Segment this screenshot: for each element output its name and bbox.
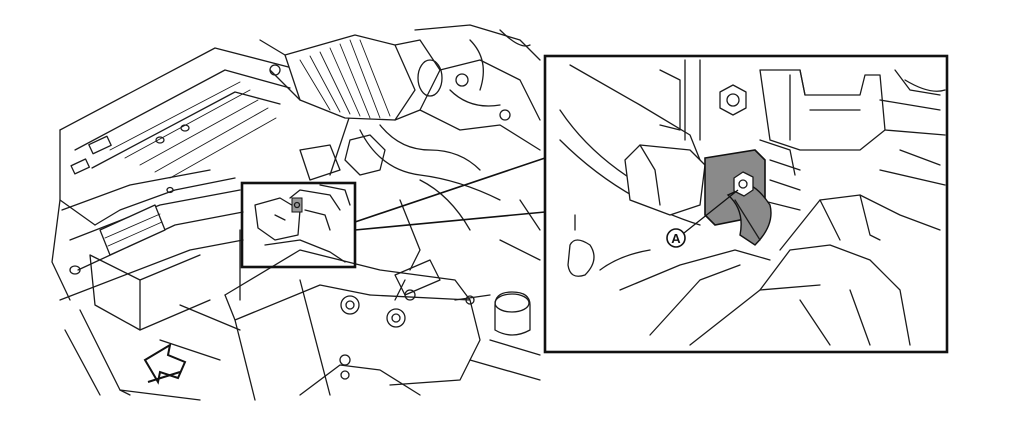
callout-circle-icon bbox=[666, 228, 686, 248]
detail-frame-small bbox=[240, 181, 357, 269]
front-direction-arrow-icon bbox=[143, 342, 187, 385]
top-bolt bbox=[719, 84, 747, 116]
callout-a: A bbox=[666, 189, 739, 248]
detail-leader-lines bbox=[354, 157, 546, 231]
intake-duct bbox=[259, 34, 443, 121]
enlarged-detail-view: A bbox=[543, 54, 949, 354]
engine-compartment-overview bbox=[51, 24, 541, 401]
callout-label: A bbox=[671, 231, 681, 246]
ground-bolt bbox=[733, 171, 754, 197]
